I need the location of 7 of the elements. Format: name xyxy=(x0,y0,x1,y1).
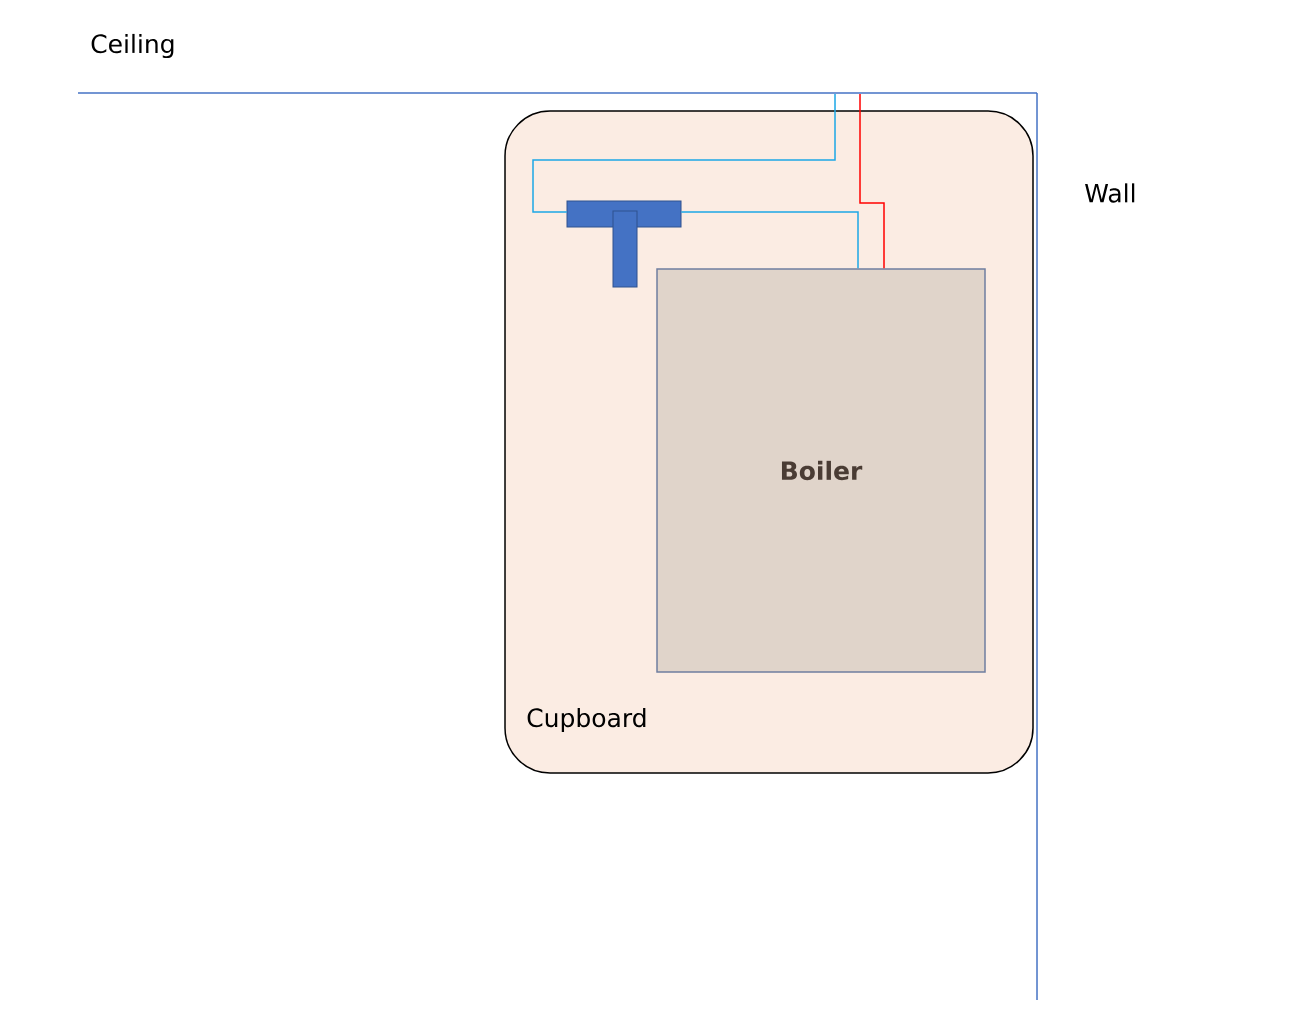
pipe xyxy=(532,93,836,213)
tee-fitting xyxy=(566,200,682,288)
label: Wall xyxy=(1085,183,1135,203)
label: Ceiling xyxy=(91,33,174,59)
pipe xyxy=(680,211,859,269)
pipe xyxy=(859,93,885,269)
boiler-box: Boiler xyxy=(656,268,986,673)
